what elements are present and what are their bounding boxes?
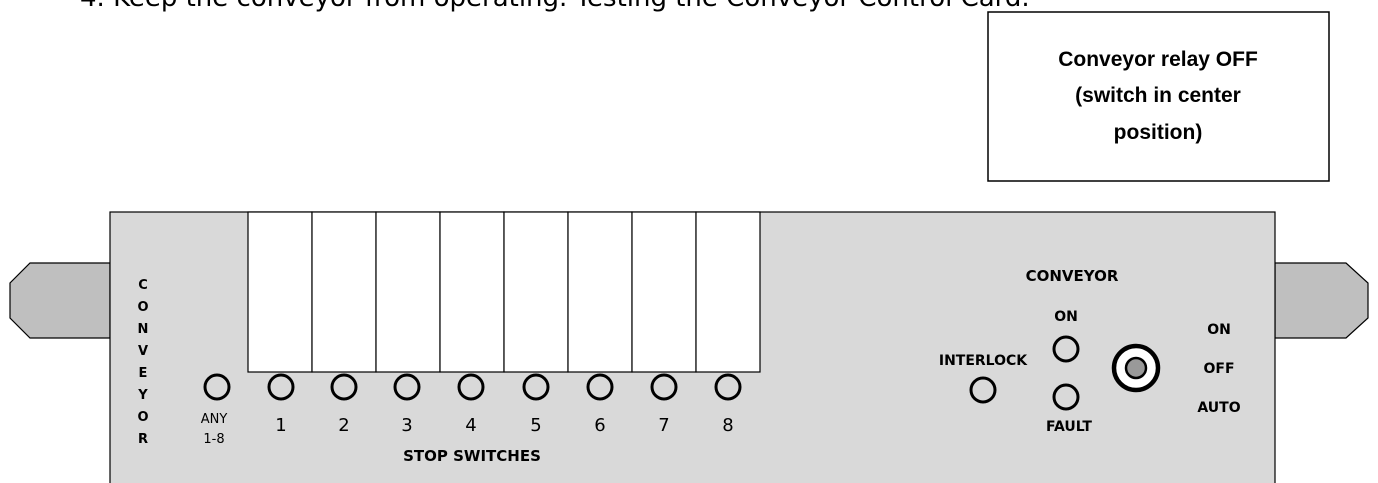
fault-label: FAULT xyxy=(1046,419,1092,435)
side-letter: V xyxy=(138,344,148,359)
interlock-label: INTERLOCK xyxy=(939,353,1028,369)
callout-line-1: Conveyor relay OFF xyxy=(1058,48,1258,71)
stop-switch-window-3[interactable] xyxy=(375,211,441,373)
left-card-handle xyxy=(9,262,111,339)
conveyor-title: CONVEYOR xyxy=(1026,267,1119,285)
fault-led xyxy=(1052,383,1080,411)
stop-switch-window-2[interactable] xyxy=(311,211,377,373)
callout-line-3: position) xyxy=(1114,121,1203,144)
stop-led-3 xyxy=(393,373,421,401)
callout-line-2: (switch in center xyxy=(1075,84,1241,107)
switch-toggle xyxy=(1124,356,1148,380)
stop-switch-window-7[interactable] xyxy=(631,211,697,373)
conveyor-mode-switch[interactable] xyxy=(1111,343,1161,393)
stop-led-1 xyxy=(267,373,295,401)
on-led xyxy=(1052,335,1080,363)
top-instruction-text: 4. Keep the conveyor from operating. Tes… xyxy=(80,0,1030,13)
callout-frame xyxy=(987,11,1330,182)
any-stop-led xyxy=(203,373,231,401)
stop-switch-window-4[interactable] xyxy=(439,211,505,373)
stop-number: 8 xyxy=(722,415,733,436)
stop-number: 4 xyxy=(465,415,476,436)
side-letter: C xyxy=(138,278,148,293)
stop-led-2 xyxy=(330,373,358,401)
side-letter: N xyxy=(138,322,149,337)
side-letter: E xyxy=(139,366,148,381)
stop-indicator-leds xyxy=(203,373,742,401)
right-card-handle xyxy=(1274,262,1369,339)
switch-position-off: OFF xyxy=(1203,361,1234,377)
stop-led-8 xyxy=(714,373,742,401)
stop-switch-numbers: 1 2 3 4 5 6 7 8 xyxy=(275,415,733,436)
stop-number: 7 xyxy=(658,415,669,436)
stop-switch-window-1[interactable] xyxy=(247,211,313,373)
on-indicator-label: ON xyxy=(1054,309,1078,325)
stop-switch-windows xyxy=(247,211,761,373)
stop-switch-window-6[interactable] xyxy=(567,211,633,373)
callout-box: Conveyor relay OFF (switch in center pos… xyxy=(987,11,1330,182)
switch-position-auto: AUTO xyxy=(1197,400,1240,416)
any-label-line-1: ANY xyxy=(201,412,228,427)
stop-number: 3 xyxy=(401,415,412,436)
stop-number: 2 xyxy=(338,415,349,436)
stop-led-7 xyxy=(650,373,678,401)
stop-led-6 xyxy=(586,373,614,401)
stop-number: 5 xyxy=(530,415,541,436)
interlock-led xyxy=(969,376,997,404)
side-letter: R xyxy=(138,432,148,447)
side-letter: O xyxy=(137,300,148,315)
stop-number: 6 xyxy=(594,415,605,436)
stop-switch-window-5[interactable] xyxy=(503,211,569,373)
switch-position-on: ON xyxy=(1207,322,1231,338)
side-letter: O xyxy=(137,410,148,425)
stop-led-4 xyxy=(457,373,485,401)
stop-number: 1 xyxy=(275,415,286,436)
side-label-conveyor: C O N V E Y O R xyxy=(137,278,148,447)
stop-switches-title: STOP SWITCHES xyxy=(403,447,541,465)
any-label-line-2: 1-8 xyxy=(203,432,224,447)
stop-led-5 xyxy=(522,373,550,401)
stop-switch-window-8[interactable] xyxy=(695,211,761,373)
side-letter: Y xyxy=(137,388,148,403)
